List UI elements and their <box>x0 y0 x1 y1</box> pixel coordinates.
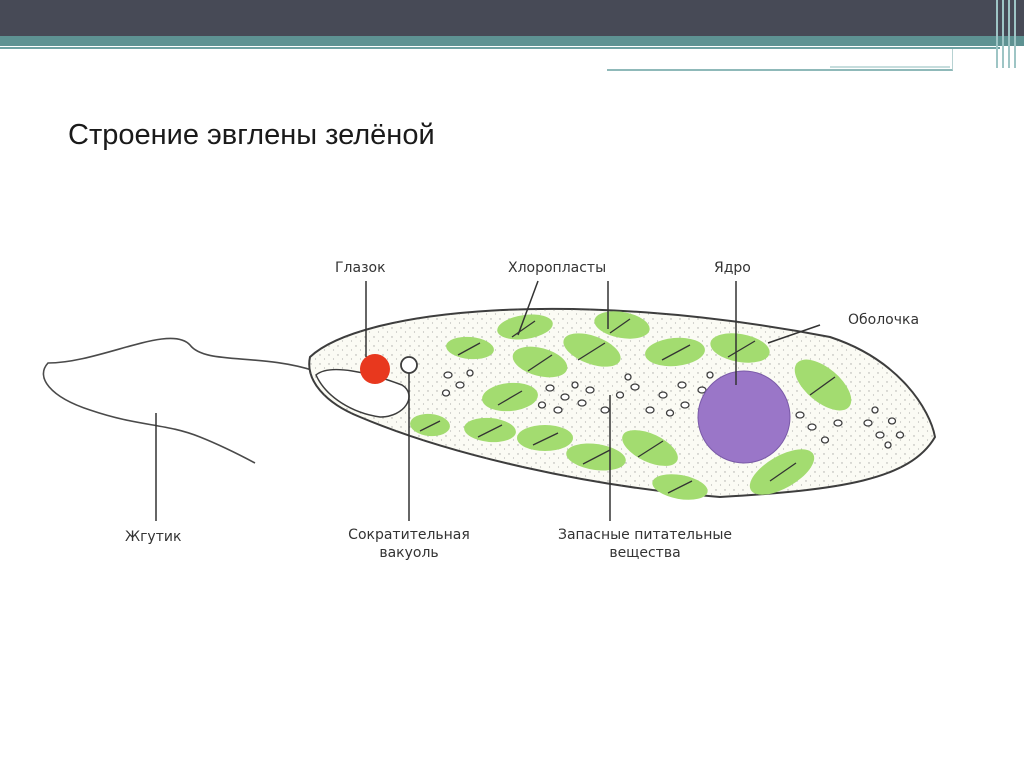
label-vacuole-line1: Сократительная <box>348 527 470 543</box>
accent-stripe <box>0 36 1024 46</box>
chloroplast <box>512 346 568 378</box>
header-band <box>0 0 1024 36</box>
chloroplast <box>464 417 516 443</box>
eyespot <box>360 354 390 384</box>
flagellum <box>42 337 316 464</box>
label-membrane: Оболочка <box>848 312 920 328</box>
label-nucleus: Ядро <box>714 260 751 276</box>
label-vacuole-line2: вакуоль <box>379 545 439 561</box>
label-eyespot: Глазок <box>335 260 386 276</box>
chloroplast <box>645 337 705 367</box>
chloroplast <box>497 314 553 340</box>
label-vacuole: Сократительная вакуоль <box>334 526 484 562</box>
chloroplast <box>622 430 678 466</box>
chloroplasts <box>410 311 852 500</box>
euglena-illustration <box>42 280 937 521</box>
label-reserves-line1: Запасные питательные <box>557 527 733 543</box>
decorative-line <box>830 66 950 68</box>
contractile-vacuole <box>400 356 418 374</box>
chloroplast <box>710 333 770 363</box>
chloroplast <box>563 333 621 367</box>
label-chloroplasts: Хлоропласты <box>508 260 607 276</box>
chloroplast <box>517 425 573 451</box>
euglena-diagram: Глазок Хлоропласты Ядро Оболочка Жгутик … <box>30 245 970 585</box>
chloroplast <box>482 382 538 412</box>
nucleus <box>697 370 791 464</box>
reservoir <box>315 368 410 418</box>
label-reserves: Запасные питательные вещества <box>535 526 755 562</box>
accent-line <box>0 47 1000 49</box>
label-reserves-line2: вещества <box>609 545 681 561</box>
decorative-frame <box>607 49 953 71</box>
decorative-vertical-lines <box>994 0 1024 70</box>
slide-title: Строение эвглены зелёной <box>68 119 435 151</box>
label-flagellum: Жгутик <box>125 529 182 545</box>
